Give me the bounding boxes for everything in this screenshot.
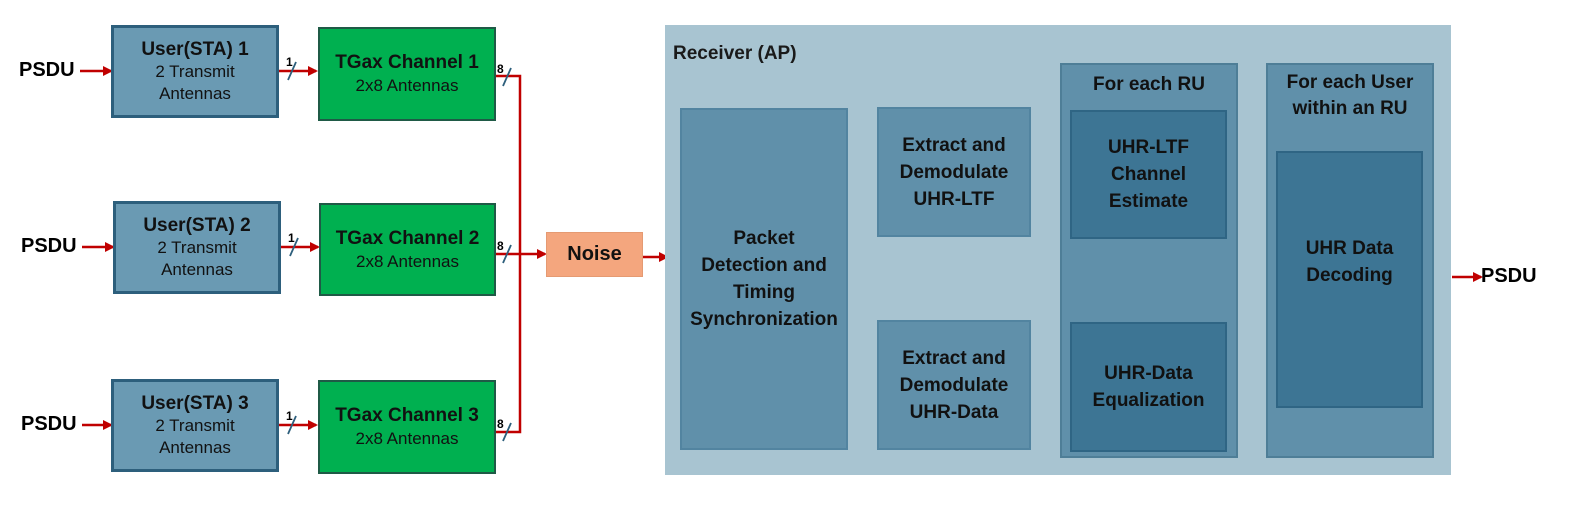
channel-antennas: 2x8 Antennas bbox=[355, 429, 459, 448]
noise-block: Noise bbox=[546, 232, 643, 277]
tgax-channel-3-block: TGax Channel 3 2x8 Antennas bbox=[318, 380, 496, 474]
bus-width-label-4: 8 bbox=[497, 62, 504, 76]
equalization-line: UHR-Data bbox=[1104, 363, 1193, 384]
slash-channel2 bbox=[502, 244, 512, 264]
user-sta-3-block: User(STA) 3 2 Transmit Antennas bbox=[111, 379, 279, 472]
psdu-input-3: PSDU bbox=[21, 413, 77, 435]
for-each-ru-title: For each RU bbox=[1093, 74, 1205, 95]
packet-detection-line: Synchronization bbox=[690, 309, 838, 330]
slash-user1 bbox=[287, 61, 297, 81]
decoding-line: UHR Data bbox=[1305, 238, 1394, 259]
psdu-input-2: PSDU bbox=[21, 235, 77, 257]
bus-width-label-3: 1 bbox=[286, 409, 293, 423]
equalization-block: UHR-Data Equalization bbox=[1070, 322, 1227, 452]
channel-estimate-line: Channel bbox=[1111, 164, 1186, 185]
receiver-title: Receiver (AP) bbox=[673, 43, 797, 64]
user-antenna-line: 2 Transmit bbox=[155, 61, 235, 81]
bus-width-label-6: 8 bbox=[497, 417, 504, 431]
for-each-user-title-line: For each User bbox=[1286, 72, 1414, 93]
extract-ltf-line: Demodulate bbox=[899, 161, 1009, 183]
extract-data-line: Extract and bbox=[902, 347, 1006, 369]
channel-title: TGax Channel 3 bbox=[335, 405, 479, 426]
channel-estimate-line: UHR-LTF bbox=[1108, 137, 1189, 158]
extract-ltf-line: Extract and bbox=[902, 134, 1006, 156]
channel-title: TGax Channel 1 bbox=[335, 52, 479, 73]
bus-width-label-1: 1 bbox=[286, 55, 293, 69]
extract-data-block: Extract and Demodulate UHR-Data bbox=[877, 320, 1031, 450]
slash-channel3 bbox=[502, 422, 512, 442]
tgax-channel-1-block: TGax Channel 1 2x8 Antennas bbox=[318, 27, 496, 121]
psdu-output: PSDU bbox=[1481, 265, 1537, 287]
user-sta-2-block: User(STA) 2 2 Transmit Antennas bbox=[113, 201, 281, 294]
packet-detection-line: Detection and bbox=[701, 255, 827, 276]
bus-width-label-5: 8 bbox=[497, 239, 504, 253]
extract-ltf-block: Extract and Demodulate UHR-LTF bbox=[877, 107, 1031, 237]
channel-antennas: 2x8 Antennas bbox=[355, 251, 460, 271]
extract-ltf-line: UHR-LTF bbox=[913, 188, 995, 210]
packet-detection-line: Packet bbox=[733, 228, 795, 249]
user-title: User(STA) 3 bbox=[141, 392, 249, 414]
channel-estimate-block: UHR-LTF Channel Estimate bbox=[1070, 110, 1227, 239]
slash-user2 bbox=[289, 237, 299, 257]
user-title: User(STA) 2 bbox=[143, 214, 251, 236]
equalization-line: Equalization bbox=[1092, 390, 1205, 411]
user-antenna-line: 2 Transmit bbox=[155, 415, 235, 435]
uhr-data-decoding-block: UHR Data Decoding bbox=[1276, 151, 1423, 408]
for-each-user-title-line: within an RU bbox=[1292, 98, 1408, 119]
psdu-input-1: PSDU bbox=[19, 59, 75, 81]
packet-detection-block: Packet Detection and Timing Synchronizat… bbox=[680, 108, 848, 450]
channel-estimate-line: Estimate bbox=[1108, 191, 1189, 212]
slash-user3 bbox=[287, 415, 297, 435]
user-antenna-line: 2 Transmit bbox=[157, 237, 237, 257]
packet-detection-line: Timing bbox=[733, 282, 795, 303]
extract-data-line: UHR-Data bbox=[909, 401, 999, 423]
user-antenna-line: Antennas bbox=[159, 437, 231, 457]
channel-title: TGax Channel 2 bbox=[335, 227, 480, 249]
tgax-channel-2-block: TGax Channel 2 2x8 Antennas bbox=[319, 203, 496, 296]
user-sta-1-block: User(STA) 1 2 Transmit Antennas bbox=[111, 25, 279, 118]
user-antenna-line: Antennas bbox=[161, 259, 233, 279]
user-antenna-line: Antennas bbox=[159, 83, 231, 103]
channel-antennas: 2x8 Antennas bbox=[355, 76, 459, 95]
extract-data-line: Demodulate bbox=[899, 374, 1009, 396]
user-title: User(STA) 1 bbox=[141, 38, 249, 60]
decoding-line: Decoding bbox=[1306, 265, 1393, 286]
bus-width-label-2: 1 bbox=[288, 231, 295, 245]
slash-channel1 bbox=[502, 67, 512, 87]
for-each-user-title: For each User within an RU bbox=[1266, 70, 1434, 122]
